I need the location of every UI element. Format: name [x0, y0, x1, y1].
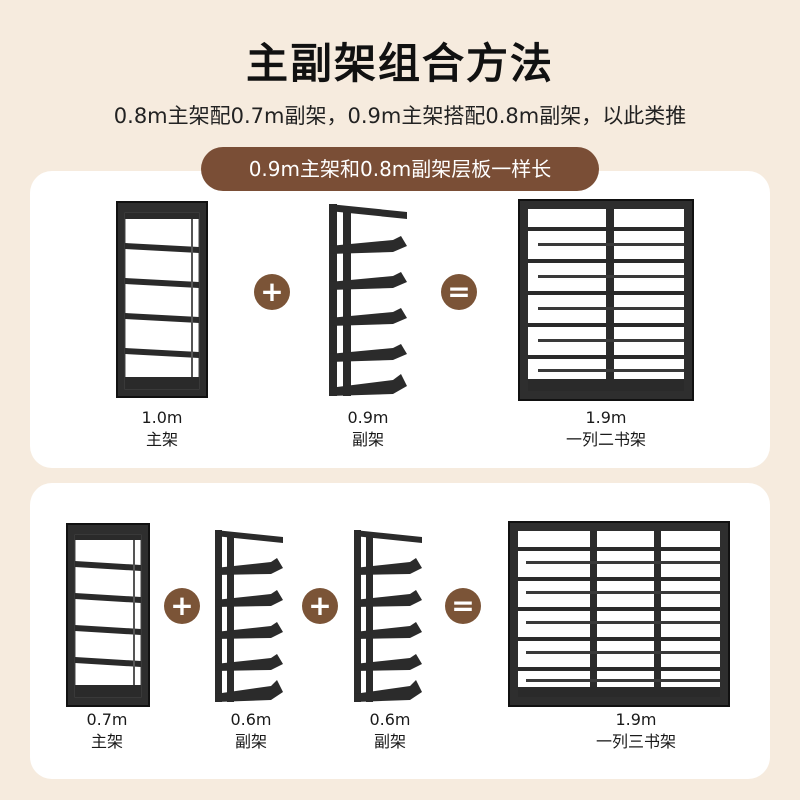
page-title: 主副架组合方法: [245, 39, 554, 88]
main-shelf-small-image: [66, 523, 150, 707]
plus-operator-1: +: [254, 274, 290, 310]
plus-operator-3: +: [302, 588, 338, 624]
equals-operator-1: =: [441, 274, 477, 310]
sub-shelf-small-image-1: [215, 530, 283, 702]
combined-three-column-shelf-image: [508, 521, 730, 707]
page-subtitle: 0.8m主架配0.7m副架，0.9m主架搭配0.8m副架，以此类推: [113, 104, 687, 128]
main-shelf-image: [116, 201, 208, 398]
info-pill: 0.9m主架和0.8m副架层板一样长: [201, 147, 599, 191]
equals-operator-2: =: [445, 588, 481, 624]
sub-shelf-image: [329, 204, 407, 396]
sub-shelf-small-image-2: [354, 530, 422, 702]
plus-operator-2: +: [164, 588, 200, 624]
combined-two-column-shelf-image: [518, 199, 694, 401]
